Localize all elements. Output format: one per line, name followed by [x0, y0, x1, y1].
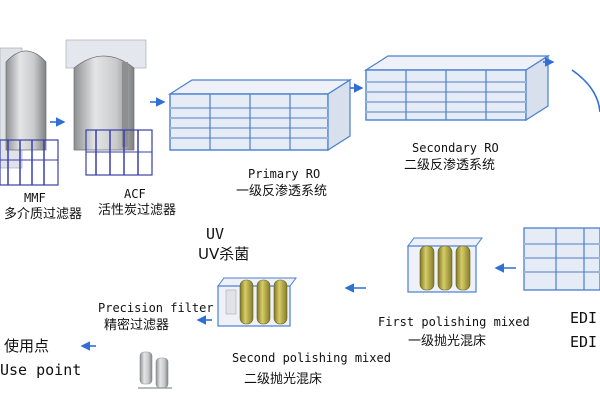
acf-tank — [65, 39, 153, 176]
second-polishing-label-en: Second polishing mixed — [232, 351, 391, 365]
mmf-label-en: MMF — [24, 191, 46, 205]
use-point-label-en: Use point — [0, 361, 82, 379]
acf-label-cn: 活性炭过滤器 — [98, 203, 177, 218]
primary-ro-label-en: Primary RO — [248, 167, 321, 181]
mmf-label-cn: 多介质过滤器 — [4, 207, 83, 222]
edi-unit — [523, 227, 600, 291]
primary-ro-label-cn: 一级反渗透系统 — [236, 184, 328, 199]
first-polishing-unit — [407, 237, 483, 293]
precision-filter-label-en: Precision filter — [98, 301, 214, 315]
second-polishing-label-cn: 二级抛光混床 — [244, 372, 323, 387]
precision-filter-unit — [138, 351, 172, 389]
secondary-ro-skid — [363, 54, 551, 122]
first-polishing-label-cn: 一级抛光混床 — [408, 334, 487, 349]
second-polishing-unit — [217, 277, 297, 327]
first-polishing-label-en: First polishing mixed — [378, 315, 530, 329]
mmf-tank — [0, 47, 59, 186]
flow-arrows — [50, 57, 600, 351]
arrow-curve-to-edi — [571, 69, 600, 113]
uv-label-en: UV — [206, 225, 225, 243]
uv-label-cn: UV杀菌 — [198, 245, 250, 263]
acf-label-en: ACF — [124, 187, 146, 201]
primary-ro-skid — [167, 78, 353, 152]
secondary-ro-label-en: Secondary RO — [412, 141, 499, 155]
secondary-ro-label-cn: 二级反渗透系统 — [404, 158, 496, 173]
precision-filter-label-cn: 精密过滤器 — [104, 318, 170, 333]
use-point-label-cn: 使用点 — [4, 337, 50, 355]
edi-label-en: EDI — [570, 309, 598, 327]
edi-label-cn: EDI — [570, 333, 598, 351]
